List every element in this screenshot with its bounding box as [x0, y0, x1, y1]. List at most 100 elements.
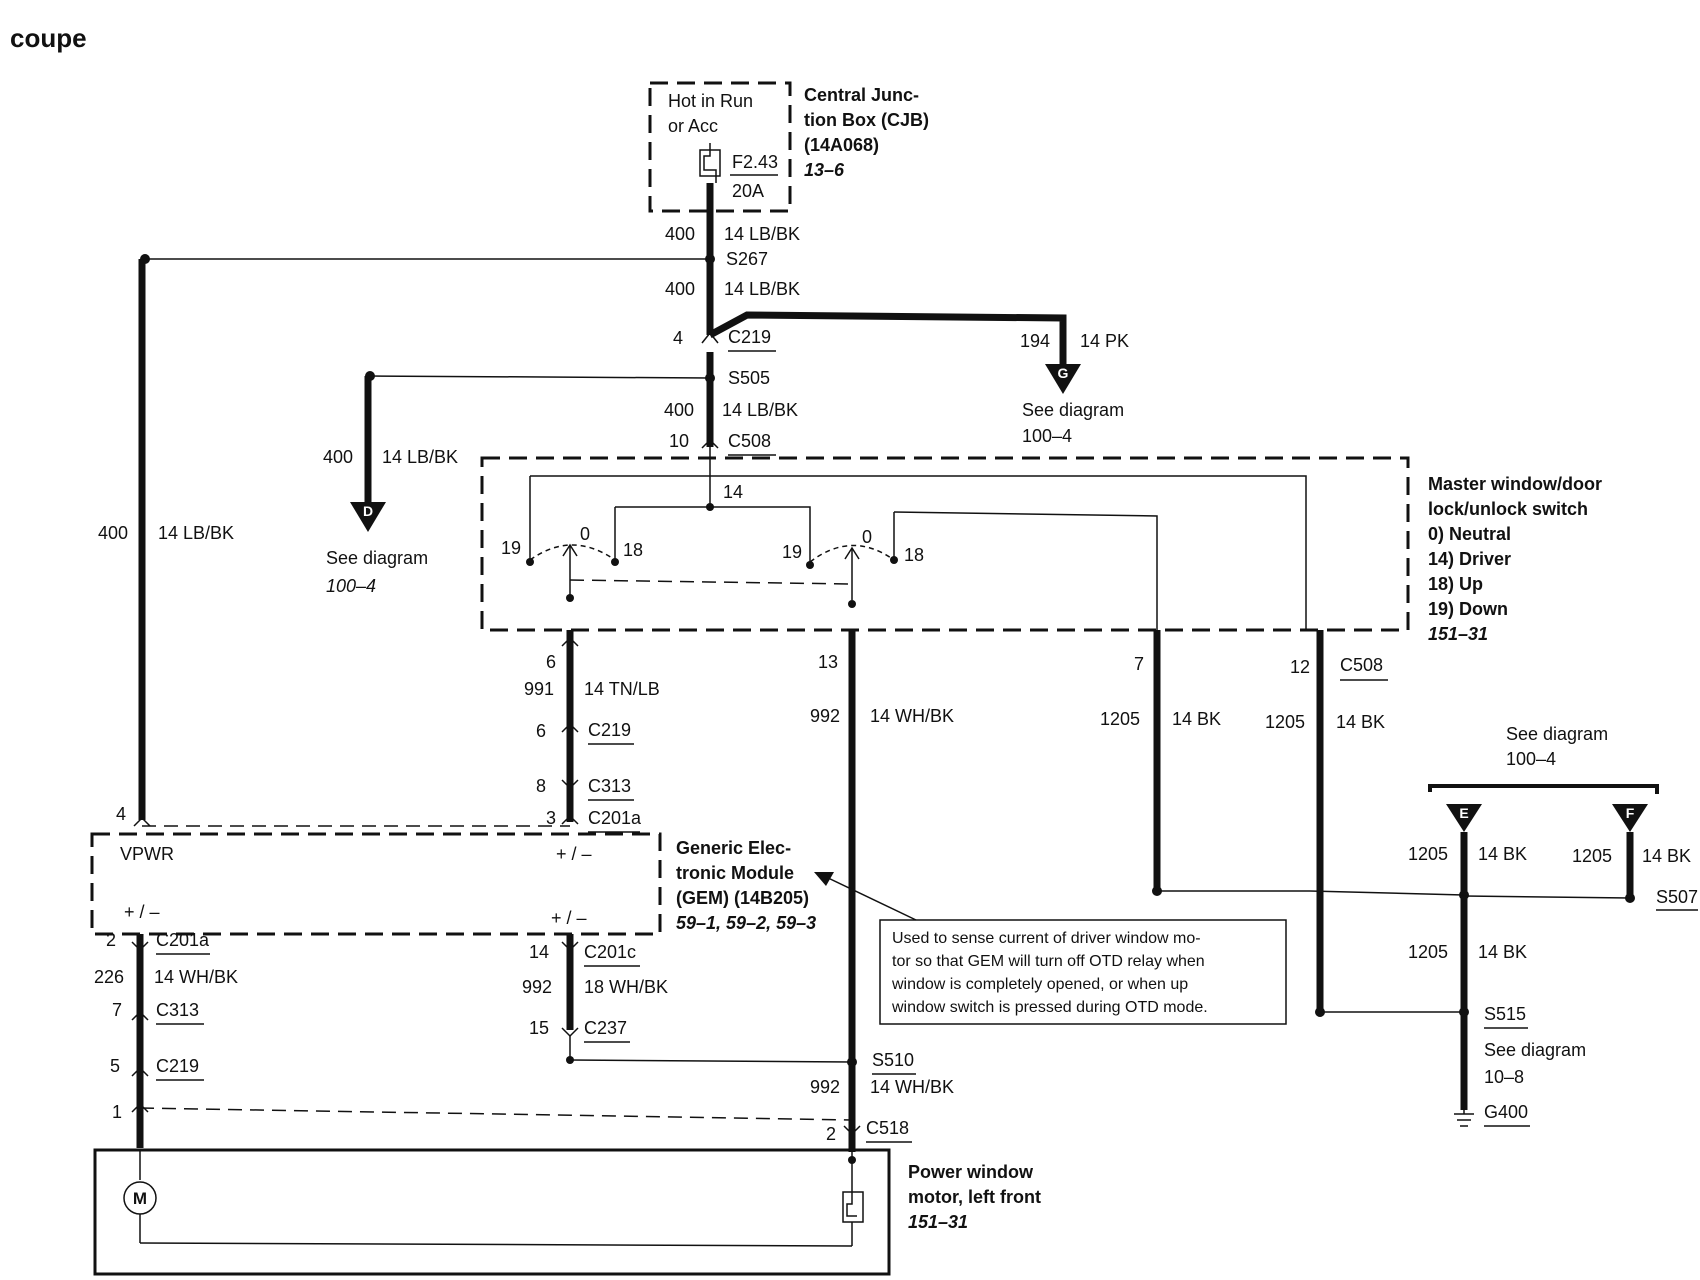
gem-pm-top: + / – — [556, 844, 592, 864]
connector-c313-bottom: C313 — [156, 1000, 199, 1020]
s510-circuit-num: 992 — [810, 1077, 840, 1097]
circuit-226-num: 226 — [94, 967, 124, 987]
cjb-hot-line2: or Acc — [668, 116, 718, 136]
connector-c508-bottom: C508 — [1340, 655, 1383, 675]
gem-vpwr: VPWR — [120, 844, 174, 864]
diagram-title: coupe — [10, 23, 87, 53]
circuit-1205-e-num: 1205 — [1408, 844, 1448, 864]
circuit-1205-e-color: 14 BK — [1478, 844, 1527, 864]
c201a-pin-2: 2 — [106, 930, 116, 950]
splice-s515: S515 — [1484, 1004, 1526, 1024]
master-switch-box — [480, 456, 1410, 632]
pin-7: 7 — [1134, 654, 1144, 674]
flag-g-icon: G — [1045, 364, 1081, 394]
motor-name-line2: motor, left front — [908, 1187, 1041, 1207]
feed-wire-color-1: 14 LB/BK — [724, 224, 800, 244]
gem-box — [90, 832, 662, 936]
switch-position-down: 19) Down — [1428, 599, 1508, 619]
circuit-226-color: 14 WH/BK — [154, 967, 238, 987]
gem-ref: 59–1, 59–2, 59–3 — [676, 913, 816, 933]
connector-c219-mid: C219 — [588, 720, 631, 740]
ground-g400: G400 — [1484, 1102, 1528, 1122]
circuit-991-color: 14 TN/LB — [584, 679, 660, 699]
sense-circuit-num: 992 — [522, 977, 552, 997]
pin-12: 12 — [1290, 657, 1310, 677]
motor-ref: 151–31 — [908, 1212, 968, 1232]
see-diagram-ef: See diagram — [1506, 724, 1608, 744]
s510-circuit-color: 14 WH/BK — [870, 1077, 954, 1097]
gem-name-line3: (GEM) (14B205) — [676, 888, 809, 908]
svg-text:E: E — [1459, 805, 1468, 821]
cjb-name-line2: tion Box (CJB) — [804, 110, 929, 130]
cjb-name-line1: Central Junc- — [804, 85, 919, 105]
see-diagram-g: See diagram — [1022, 400, 1124, 420]
flag-d-icon: D — [350, 502, 386, 532]
cjb-name-line3: (14A068) — [804, 135, 879, 155]
c508-pin-10: 10 — [669, 431, 689, 451]
motor-pin-1: 1 — [112, 1102, 122, 1122]
circuit-1205-f-color: 14 BK — [1642, 846, 1691, 866]
svg-text:F: F — [1626, 805, 1635, 821]
circuit-992-num: 992 — [810, 706, 840, 726]
see-diagram-d: See diagram — [326, 548, 428, 568]
connector-c219-top: C219 — [728, 327, 771, 347]
see-diagram-d-ref: 100–4 — [326, 576, 376, 596]
switch2-terminal-19: 19 — [782, 542, 802, 562]
master-switch-name-line1: Master window/door — [1428, 474, 1602, 494]
switch1-terminal-0: 0 — [580, 524, 590, 544]
gem-pm-left: + / – — [124, 902, 160, 922]
circuit-1205-b-num: 1205 — [1265, 712, 1305, 732]
note-line3: window is completely opened, or when up — [891, 976, 1188, 993]
circuit-1205-g-num: 1205 — [1408, 942, 1448, 962]
circuit-992-color: 14 WH/BK — [870, 706, 954, 726]
see-diagram-ef-ref: 100–4 — [1506, 749, 1556, 769]
c219-pin-6: 6 — [536, 721, 546, 741]
c313-pin-8: 8 — [536, 776, 546, 796]
s505-wire-color: 14 LB/BK — [722, 400, 798, 420]
motor-name-line1: Power window — [908, 1162, 1034, 1182]
terminal-14: 14 — [723, 482, 743, 502]
note-box — [879, 919, 1287, 1025]
note-line4: window switch is pressed during OTD mode… — [891, 999, 1208, 1016]
note-arrow-icon — [814, 872, 834, 886]
connector-c313-mid: C313 — [588, 776, 631, 796]
pin-6-top: 6 — [546, 652, 556, 672]
motor-icon: M — [123, 1181, 157, 1215]
c201a-pin-3: 3 — [546, 808, 556, 828]
ground-icon — [1454, 1108, 1474, 1127]
switch1-terminal-18: 18 — [623, 540, 643, 560]
circuit-1205-a-color: 14 BK — [1172, 709, 1221, 729]
c219-pin-4: 4 — [673, 328, 683, 348]
switch1-terminal-19: 19 — [501, 538, 521, 558]
master-switch-name-line2: lock/unlock switch — [1428, 499, 1588, 519]
master-switch-ref: 151–31 — [1428, 624, 1488, 644]
splice-s510-dot — [847, 1057, 857, 1067]
connector-c201c: C201c — [584, 942, 636, 962]
splice-s507: S507 — [1656, 887, 1698, 907]
gem-name-line2: tronic Module — [676, 863, 794, 883]
feed-wire-color-2: 14 LB/BK — [724, 279, 800, 299]
switch-position-neutral: 0) Neutral — [1428, 524, 1511, 544]
motor-box — [93, 1148, 891, 1276]
svg-text:D: D — [363, 503, 373, 519]
flag-e-icon: E — [1446, 804, 1482, 832]
feed-circuit-num-1: 400 — [665, 224, 695, 244]
pk-circuit-num: 194 — [1020, 331, 1050, 351]
switch2-terminal-18: 18 — [904, 545, 924, 565]
circuit-1205-a-num: 1205 — [1100, 709, 1140, 729]
feed-circuit-num-2: 400 — [665, 279, 695, 299]
splice-s505: S505 — [728, 368, 770, 388]
c518-pin-2: 2 — [826, 1124, 836, 1144]
circuit-1205-f-num: 1205 — [1572, 846, 1612, 866]
circuit-991-num: 991 — [524, 679, 554, 699]
fuse-rating: 20A — [732, 181, 764, 201]
current-sensor-icon — [842, 1191, 864, 1223]
fuse-icon — [699, 143, 721, 183]
flag-f-icon: F — [1612, 804, 1648, 832]
gem-pm-right: + / – — [551, 908, 587, 928]
connector-c219-bottom: C219 — [156, 1056, 199, 1076]
cjb-box — [648, 81, 792, 213]
vpwr-circuit-num: 400 — [98, 523, 128, 543]
svg-text:M: M — [133, 1189, 147, 1208]
